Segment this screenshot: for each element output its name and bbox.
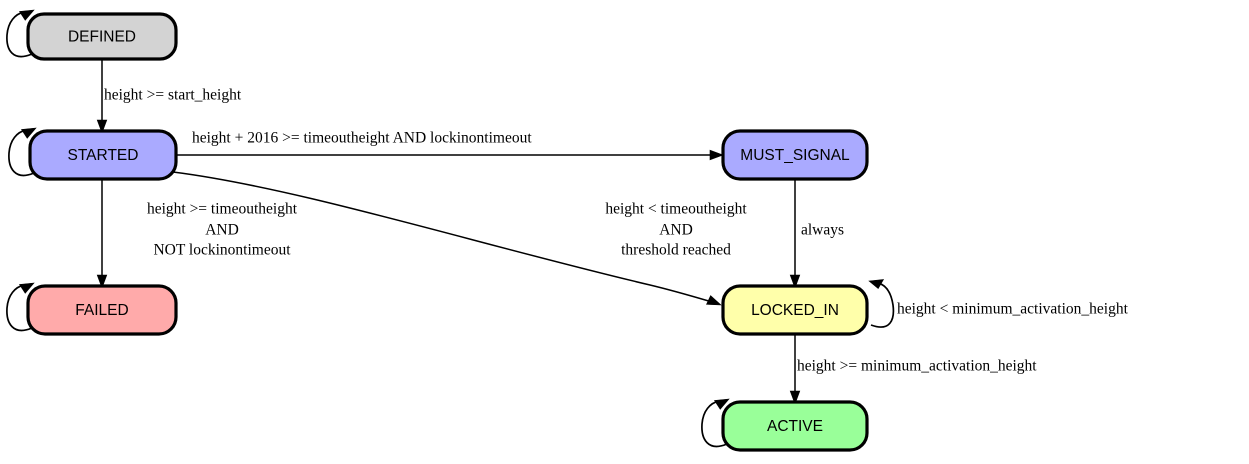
transition-started-to-locked-in[interactable]: height < timeoutheight AND threshold rea… — [172, 171, 747, 306]
state-node-label: FAILED — [75, 302, 128, 319]
transition-label-line-1: height < timeoutheight — [605, 201, 747, 218]
transition-label-line-3: threshold reached — [621, 242, 731, 259]
arrow-head-icon — [706, 295, 722, 306]
state-node-label: MUST_SIGNAL — [740, 147, 850, 164]
transition-label-line-2: AND — [659, 222, 693, 239]
state-node-locked-in[interactable]: LOCKED_IN — [721, 284, 869, 336]
arrow-head-icon — [96, 274, 108, 289]
transition-label-line-1: height >= timeoutheight — [147, 201, 298, 218]
arrow-head-icon — [713, 398, 730, 410]
state-node-label: LOCKED_IN — [751, 302, 839, 319]
state-node-shape — [26, 12, 178, 61]
transition-locked-in-to-active[interactable]: height >= minimum_activation_height — [789, 334, 1037, 405]
state-node-shape — [28, 129, 178, 181]
state-node-label: STARTED — [68, 147, 139, 164]
state-node-label: DEFINED — [68, 29, 136, 46]
arrow-head-icon — [18, 282, 35, 294]
self-loop-active[interactable] — [701, 398, 730, 448]
state-node-shape — [721, 284, 869, 336]
transition-locked-in-self-loop[interactable]: height < minimum_activation_height — [868, 279, 1129, 328]
state-node-started[interactable]: STARTED — [28, 129, 178, 181]
state-node-failed[interactable]: FAILED — [26, 284, 178, 336]
transition-started-to-must-signal[interactable]: height + 2016 >= timeoutheight AND locki… — [176, 130, 724, 161]
state-node-defined[interactable]: DEFINED — [26, 12, 178, 61]
transition-label-line-3: NOT lockinontimeout — [153, 242, 291, 259]
arrow-head-icon — [20, 127, 37, 139]
transition-label: height < minimum_activation_height — [897, 301, 1129, 318]
state-node-shape — [721, 400, 869, 452]
state-node-label: ACTIVE — [767, 418, 823, 435]
transition-label: always — [801, 222, 844, 239]
arrow-head-icon — [96, 119, 108, 134]
self-loop-defined[interactable] — [6, 9, 35, 58]
transition-defined-to-started[interactable]: height >= start_height — [96, 59, 242, 134]
self-loop-curve — [6, 284, 33, 332]
state-node-shape — [721, 129, 869, 181]
transition-started-to-failed[interactable]: height >= timeoutheight AND NOT lockinon… — [96, 179, 298, 289]
state-node-shape — [26, 284, 178, 336]
self-loop-curve — [6, 11, 33, 58]
edge-curve — [172, 171, 713, 303]
arrow-head-icon — [18, 9, 35, 21]
arrow-head-icon — [789, 274, 801, 289]
arrow-head-icon — [789, 390, 801, 405]
self-loop-curve — [870, 282, 895, 328]
self-loop-curve — [8, 129, 35, 177]
transition-label: height >= minimum_activation_height — [797, 358, 1037, 375]
state-node-active[interactable]: ACTIVE — [721, 400, 869, 452]
arrow-head-icon — [868, 279, 885, 289]
transition-must-signal-to-locked-in[interactable]: always — [789, 179, 844, 289]
arrow-head-icon — [709, 149, 724, 161]
state-node-must-signal[interactable]: MUST_SIGNAL — [721, 129, 869, 181]
self-loop-failed[interactable] — [6, 282, 35, 332]
transition-label: height >= start_height — [104, 87, 242, 104]
transition-label: height + 2016 >= timeoutheight AND locki… — [192, 130, 532, 147]
transition-label-line-2: AND — [205, 222, 239, 239]
self-loop-started[interactable] — [8, 127, 37, 177]
self-loop-curve — [701, 400, 728, 448]
